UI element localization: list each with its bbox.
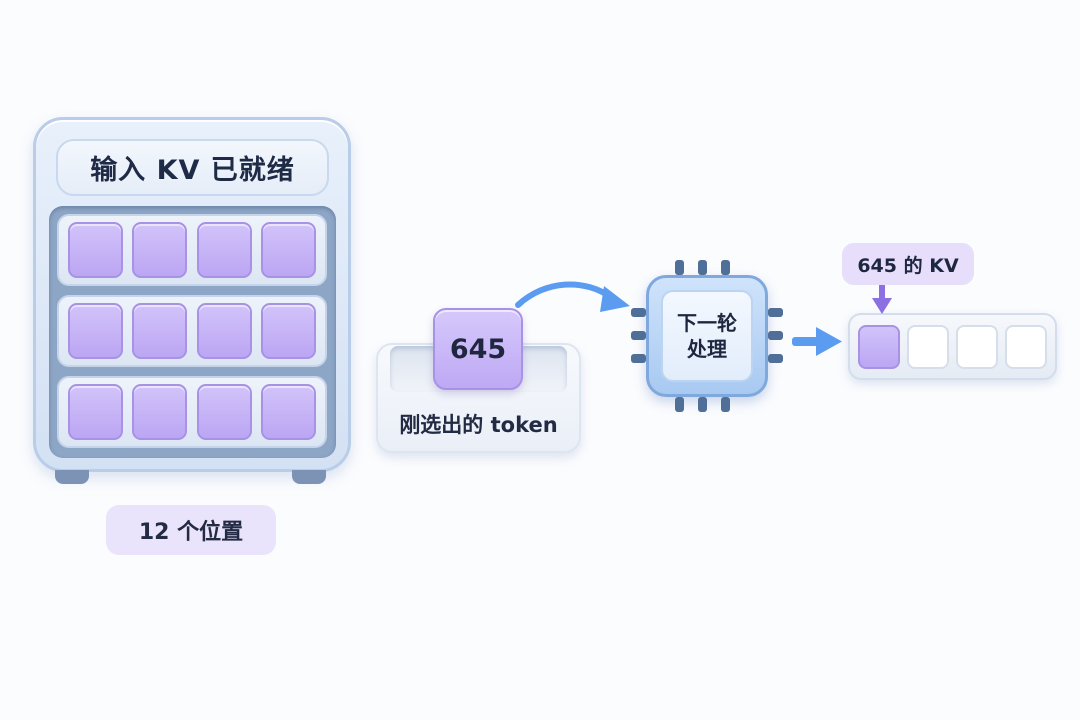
cabinet-foot-left bbox=[55, 470, 89, 484]
kv-cell-empty bbox=[907, 324, 950, 369]
chip-to-kv-arrow bbox=[792, 337, 820, 346]
cache-slot bbox=[261, 222, 317, 278]
cabinet-title: 输入 KV 已就绪 bbox=[56, 139, 329, 196]
cache-row bbox=[57, 214, 327, 286]
selected-token: 645 bbox=[433, 308, 523, 390]
chip-pin bbox=[631, 331, 646, 340]
cache-slot bbox=[196, 384, 252, 440]
chip-pin bbox=[768, 331, 783, 340]
chip-pin bbox=[721, 260, 730, 275]
chip-label-line2: 处理 bbox=[687, 337, 727, 361]
cache-slot bbox=[132, 303, 188, 359]
tag-to-cell-arrowhead bbox=[872, 298, 892, 314]
kv-cell-empty bbox=[1004, 324, 1047, 369]
cache-slot bbox=[196, 303, 252, 359]
token-caption: 刚选出的 token bbox=[399, 413, 558, 437]
chip-label-line1: 下一轮 bbox=[677, 311, 737, 335]
chip-pin bbox=[631, 308, 646, 317]
token-to-chip-arrowhead bbox=[600, 286, 630, 312]
token-to-chip-arrow bbox=[515, 281, 615, 308]
chip-pin bbox=[675, 260, 684, 275]
cabinet-foot-right bbox=[292, 470, 326, 484]
chip-pin bbox=[698, 260, 707, 275]
chip-pin bbox=[768, 354, 783, 363]
tag-to-cell-arrow bbox=[879, 285, 885, 301]
chip-pin bbox=[675, 397, 684, 412]
chip-pin bbox=[631, 354, 646, 363]
cache-slot bbox=[132, 384, 188, 440]
cache-slot bbox=[132, 222, 188, 278]
output-kv-row bbox=[848, 313, 1057, 380]
cache-row bbox=[57, 295, 327, 367]
kv-cell-empty bbox=[955, 324, 998, 369]
positions-badge: 12 个位置 bbox=[106, 505, 276, 555]
cache-slot bbox=[67, 384, 123, 440]
new-kv-tag: 645 的 KV bbox=[842, 243, 974, 285]
chip-pin bbox=[721, 397, 730, 412]
chip-pin bbox=[768, 308, 783, 317]
cache-slot bbox=[67, 222, 123, 278]
cache-slot bbox=[196, 222, 252, 278]
cache-row bbox=[57, 376, 327, 448]
cache-slot bbox=[261, 384, 317, 440]
kv-cell-filled bbox=[858, 324, 901, 369]
chip-label: 下一轮 处理 bbox=[661, 290, 753, 382]
cache-slot bbox=[67, 303, 123, 359]
cache-slot bbox=[261, 303, 317, 359]
chip-pin bbox=[698, 397, 707, 412]
chip-to-kv-arrowhead bbox=[816, 327, 842, 356]
